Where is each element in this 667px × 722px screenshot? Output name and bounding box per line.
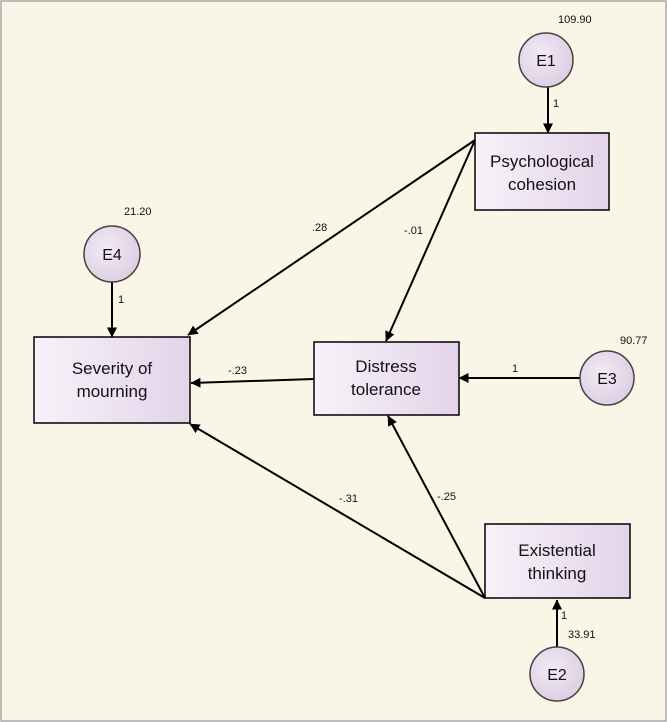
error-e4: E4	[83, 225, 141, 283]
node-distress-line1: Distress	[355, 357, 416, 376]
node-psych-cohesion: Psychological cohesion	[474, 132, 610, 211]
coef-pc-to-distress: -.01	[404, 225, 423, 237]
path-label-e4: 1	[118, 294, 124, 306]
error-e1: E1	[518, 32, 574, 88]
coef-existential-to-severity: -.31	[339, 493, 358, 505]
arrow-psych-cohesion-to-distress	[385, 139, 476, 342]
error-e2-label: E2	[547, 667, 567, 684]
node-existential-line2: thinking	[528, 564, 587, 583]
node-existential-line1: Existential	[518, 541, 595, 560]
arrow-psych-cohesion-to-severity	[187, 139, 476, 336]
coef-distress-to-severity: -.23	[228, 365, 247, 377]
path-label-e3: 1	[512, 363, 518, 375]
path-label-e1: 1	[553, 98, 559, 110]
variance-e2: 33.91	[568, 629, 596, 641]
path-arrows	[107, 87, 580, 648]
node-psych-cohesion-line1: Psychological	[490, 152, 594, 171]
coef-pc-to-severity: .28	[312, 222, 327, 234]
arrow-existential-to-severity	[189, 423, 486, 599]
error-e1-label: E1	[536, 53, 556, 70]
node-psych-cohesion-line2: cohesion	[508, 175, 576, 194]
node-severity-line1: Severity of	[72, 359, 153, 378]
node-existential: Existential thinking	[484, 523, 631, 599]
variance-e1: 109.90	[558, 14, 592, 26]
node-distress: Distress tolerance	[313, 341, 460, 416]
arrow-distress-to-severity	[190, 377, 315, 388]
error-e3-label: E3	[597, 371, 617, 388]
node-distress-line2: tolerance	[351, 380, 421, 399]
path-label-e2: 1	[561, 610, 567, 622]
coef-existential-to-distress: -.25	[437, 491, 456, 503]
node-severity-line2: mourning	[77, 382, 148, 401]
variance-e4: 21.20	[124, 206, 152, 218]
error-e3: E3	[579, 350, 635, 406]
node-severity: Severity of mourning	[33, 336, 191, 424]
variance-e3: 90.77	[620, 335, 648, 347]
error-e2: E2	[529, 646, 585, 702]
arrow-existential-to-distress	[387, 415, 486, 599]
error-e4-label: E4	[102, 247, 122, 264]
